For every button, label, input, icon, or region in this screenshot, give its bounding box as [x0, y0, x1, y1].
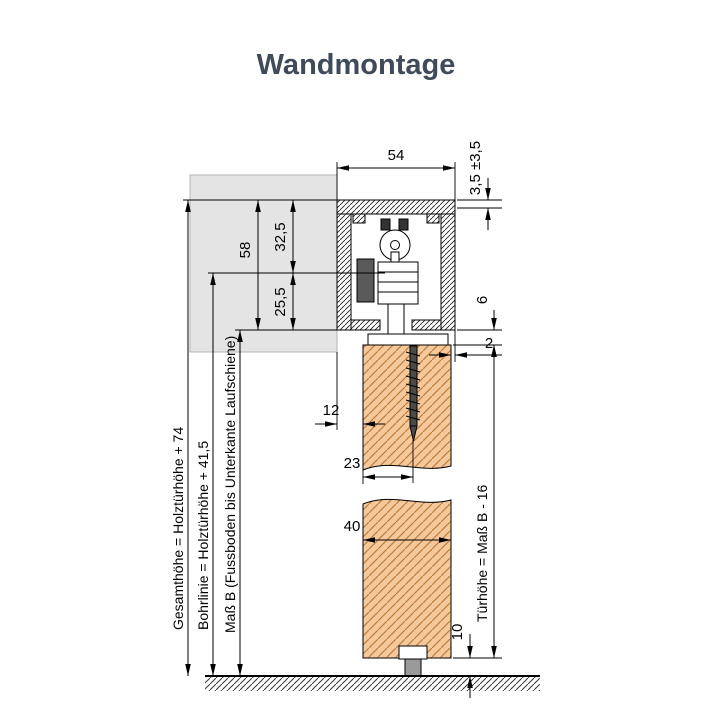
anti-jump-clip — [398, 218, 409, 231]
dim-rear-offset-label: 2 — [485, 335, 493, 352]
anti-jump-clip — [380, 218, 391, 231]
page-title: Wandmontage — [257, 49, 456, 81]
dim-drill-line: Bohrlinie = Holztürhöhe + 41,5 — [195, 273, 216, 676]
dim-total-height-label: Gesamthöhe = Holztürhöhe + 74 — [170, 427, 186, 630]
dim-mass-b: Maß B (Fussboden bis Unterkante Laufschi… — [222, 330, 243, 676]
dim-top-gap: 6 — [474, 296, 497, 363]
dim-rear-offset: 2 — [429, 335, 502, 358]
dim-profile-height: 58 — [237, 200, 261, 330]
height-adjuster — [377, 261, 419, 305]
dim-door-thickness: 40 — [344, 518, 451, 543]
dim-upper-offset-label: 32,5 — [272, 222, 289, 251]
dim-profile-height-label: 58 — [237, 242, 254, 259]
dim-mass-b-label: Maß B (Fussboden bis Unterkante Laufschi… — [222, 336, 238, 633]
dim-upper-offset: 32,5 — [272, 200, 296, 273]
wall-section — [189, 174, 338, 353]
dim-door-thickness-label: 40 — [344, 518, 361, 535]
dim-top-adjust-label: 3,5 ±3,5 — [467, 141, 484, 195]
dim-top-adjust: 3,5 ±3,5 — [467, 141, 491, 230]
screw-icon — [405, 345, 421, 442]
dim-top-gap-label: 6 — [474, 296, 491, 304]
dim-door-height-label: Türhöhe = Maß B - 16 — [474, 484, 490, 622]
door-panel-lower — [362, 498, 452, 659]
dim-door-height: Türhöhe = Maß B - 16 — [474, 345, 497, 658]
door-panel-upper — [362, 344, 452, 471]
dim-wall-clearance: 12 — [315, 402, 385, 427]
dim-wall-clearance-label: 12 — [323, 402, 340, 419]
dim-drill-line-label: Bohrlinie = Holztürhöhe + 41,5 — [195, 441, 211, 630]
dim-screw-line-label: 23 — [344, 455, 361, 472]
dim-lower-offset-label: 25,5 — [272, 287, 289, 316]
dim-lower-offset: 25,5 — [272, 273, 296, 330]
clamp-block — [356, 258, 375, 303]
dim-bottom-gap-label: 10 — [449, 624, 466, 641]
dim-track-width: 54 — [337, 147, 455, 171]
wheel-hub-icon — [390, 240, 400, 250]
floor — [205, 675, 540, 691]
floor-guide — [398, 645, 428, 677]
dim-track-width-label: 54 — [388, 147, 405, 164]
dim-bottom-gap: 10 — [449, 624, 473, 698]
track-profile — [336, 199, 456, 331]
dim-total-height: Gesamthöhe = Holztürhöhe + 74 — [170, 200, 191, 676]
door-adapter-plate — [367, 333, 449, 346]
hanger-stem — [387, 303, 405, 335]
dim-screw-line: 23 — [344, 455, 413, 480]
roller-trolley — [356, 218, 449, 346]
